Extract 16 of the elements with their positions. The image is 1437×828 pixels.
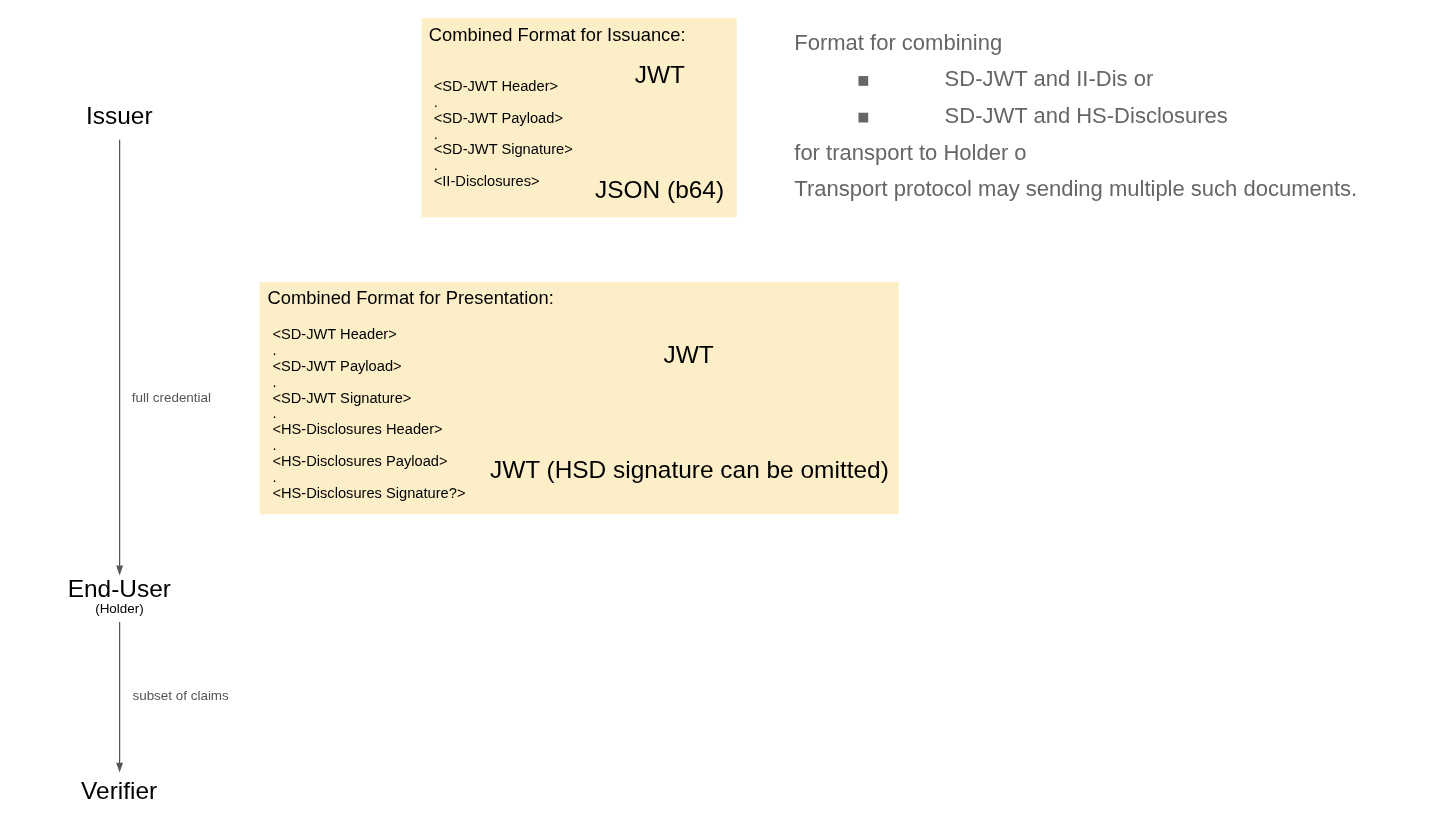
label: JSON (b64) (595, 176, 725, 204)
label: JWT (663, 341, 714, 369)
label: SD-JWT and HS-Disclosures (944, 102, 1228, 128)
label: SD-JWT and II-Dis or (944, 66, 1154, 92)
edge-label: full credential (131, 389, 212, 405)
label: JWT (634, 61, 685, 89)
label: for transport to Holder o (794, 139, 1027, 165)
edge-label: subset of claims (132, 687, 229, 703)
node-text: End-User (Holder) (67, 575, 171, 616)
node-text: Issuer (86, 101, 153, 129)
label: Transport protocol may sending multiple such documents. (794, 176, 1358, 202)
arrow (116, 139, 124, 576)
label: Format for combining (794, 29, 1003, 55)
node-text: Verifier (81, 777, 158, 804)
label: JWT (HSD signature can be omitted) (489, 456, 889, 484)
arrow (116, 621, 124, 773)
